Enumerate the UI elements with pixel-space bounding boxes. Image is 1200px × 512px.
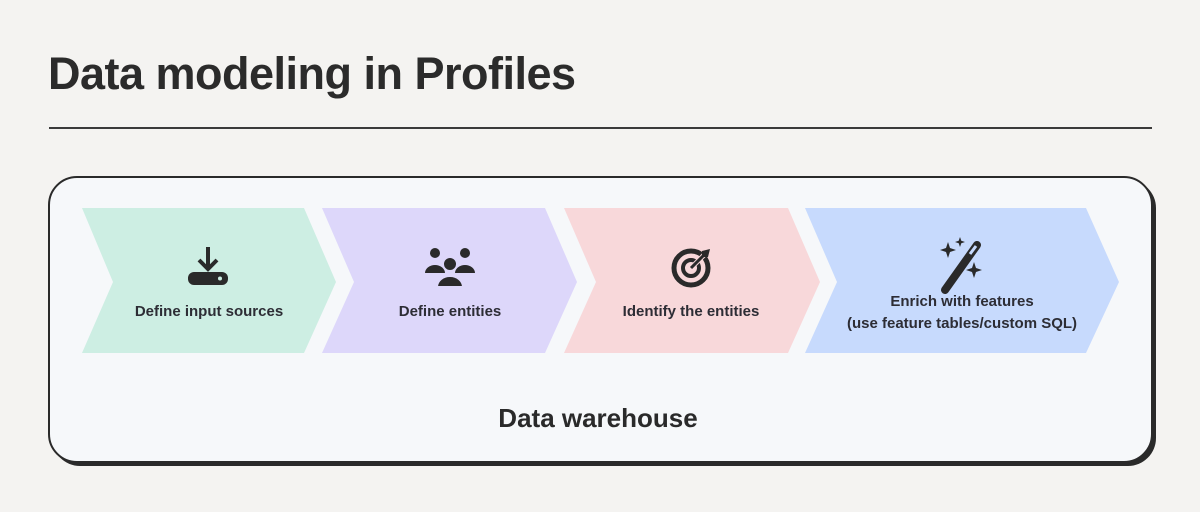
magic-wand-icon — [940, 237, 982, 294]
container-label: Data warehouse — [498, 403, 697, 433]
chevron — [564, 208, 820, 353]
step-label: Define input sources — [135, 303, 283, 320]
step-define-input-sources: Define input sources — [82, 208, 336, 353]
chevron — [805, 208, 1119, 353]
title-divider — [49, 127, 1152, 129]
users-icon — [425, 248, 475, 288]
download-drive-icon — [188, 247, 228, 285]
step-enrich-with-features: Enrich with features (use feature tables… — [805, 208, 1119, 353]
step-identify-the-entities: Identify the entities — [564, 208, 820, 353]
step-label: Define entities — [399, 303, 502, 320]
page-title: Data modeling in Profiles — [48, 48, 576, 99]
step-label: Identify the entities — [623, 303, 760, 320]
step-label: Enrich with features — [890, 293, 1033, 310]
step-sublabel: (use feature tables/custom SQL) — [847, 315, 1077, 332]
target-icon — [671, 248, 711, 288]
step-define-entities: Define entities — [322, 208, 577, 353]
